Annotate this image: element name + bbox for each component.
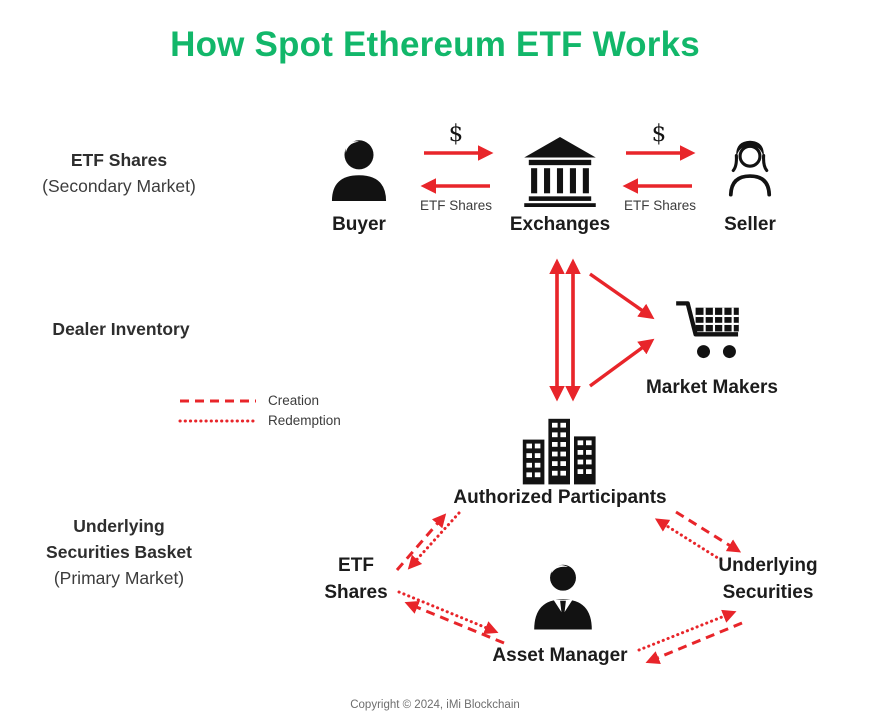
etf-shares-flow-label-right: ETF Shares (623, 198, 697, 213)
market-makers-label: Market Makers (645, 377, 779, 398)
section-secondary-line1: ETF Shares (70, 150, 168, 170)
buyer-label: Buyer (332, 214, 386, 235)
section-primary-line1: Underlying (73, 516, 165, 536)
underlying-securities-line2: Securities (722, 582, 814, 603)
dollar-sign-right: $ (651, 121, 667, 147)
exchanges-label: Exchanges (509, 214, 611, 235)
authorized-participants-icon (518, 414, 606, 486)
section-dealer-line1: Dealer Inventory (52, 319, 190, 339)
footer-copyright: Copyright © 2024, iMi Blockchain (350, 699, 520, 711)
creation-asset-manager-to-etf-shares (404, 601, 505, 645)
etf-shares-line1: ETF (338, 555, 374, 576)
arrow-exchanges-to-market-makers (589, 272, 655, 320)
creation-etf-shares-to-ap (395, 513, 447, 571)
section-secondary-market: ETF Shares (Secondary Market) (42, 147, 196, 199)
underlying-securities-node: Underlying Securities (718, 552, 817, 606)
authorized-participants-label: Authorized Participants (453, 487, 667, 508)
asset-manager-icon (527, 551, 599, 639)
etf-shares-flow-label-left: ETF Shares (419, 198, 493, 213)
seller-label: Seller (724, 214, 776, 235)
redemption-underlying-securities-to-ap (654, 518, 723, 562)
creation-ap-to-underlying-securities (675, 510, 742, 553)
redemption-asset-manager-to-underlying-securities (637, 609, 737, 652)
dollar-sign-left: $ (448, 121, 464, 147)
underlying-securities-line1: Underlying (718, 555, 818, 576)
asset-manager-label: Asset Manager (492, 645, 628, 666)
section-primary-market: Underlying Securities Basket (Primary Ma… (46, 513, 192, 591)
section-secondary-line2: (Secondary Market) (42, 176, 196, 196)
section-primary-line3: (Primary Market) (53, 568, 185, 588)
section-primary-line2: Securities Basket (46, 542, 192, 562)
legend-creation-label: Creation (268, 393, 320, 408)
exchanges-icon (521, 137, 599, 207)
legend-redemption-label: Redemption (268, 413, 341, 428)
redemption-etf-shares-to-asset-manager (397, 590, 499, 634)
creation-underlying-securities-to-asset-manager (645, 621, 743, 664)
etf-shares-line2: Shares (324, 582, 388, 603)
etf-shares-node: ETF Shares (324, 552, 387, 606)
seller-icon (719, 127, 781, 209)
arrow-ap-to-market-makers (588, 338, 655, 388)
buyer-icon (326, 131, 392, 209)
page-title: How Spot Ethereum ETF Works (170, 25, 700, 64)
section-dealer-inventory: Dealer Inventory (52, 316, 189, 342)
market-makers-icon (674, 294, 746, 366)
redemption-ap-to-etf-shares (407, 511, 461, 570)
